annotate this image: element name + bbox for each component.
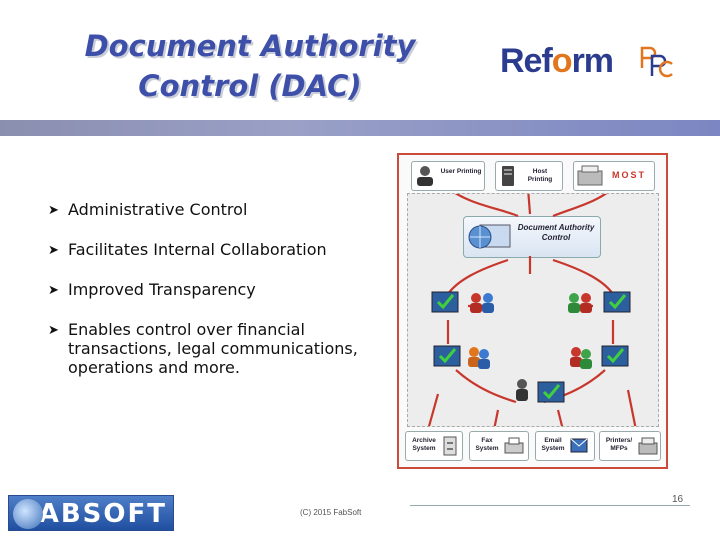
most-box: MOST (573, 161, 655, 191)
fabsoft-logo: FABSOFT (8, 495, 174, 531)
title-line-1: Document Authority (84, 29, 416, 63)
people-group-icon (468, 347, 490, 369)
bullet-item: ➤ Facilitates Internal Collaboration (48, 240, 327, 259)
workflow-arrows (427, 194, 637, 426)
monitor-check-icon (601, 345, 629, 367)
printers-mfps-box: Printers/ MFPs (599, 431, 661, 461)
arrow-bullet-icon: ➤ (48, 323, 59, 338)
reform-logo: Reform (500, 40, 690, 84)
workflow-area: Document Authority Control (407, 193, 659, 427)
bullet-item: ➤ Enables control over financial transac… (48, 320, 358, 377)
people-group-icon (570, 347, 592, 369)
globe-monitor-icon (468, 224, 511, 249)
person-icon (516, 379, 528, 401)
printer-icon (577, 165, 603, 186)
people-group-icon (568, 293, 592, 313)
title-line-2: Control (DAC) (138, 69, 362, 103)
monitor-check-icon (537, 381, 565, 403)
server-icon (502, 166, 514, 186)
archive-system-box: Archive System (405, 431, 463, 461)
host-printing-box: Host Printing (495, 161, 563, 191)
email-icon (570, 438, 588, 453)
user-icon (417, 166, 433, 186)
bullet-item: ➤ Improved Transparency (48, 280, 256, 299)
arrow-bullet-icon: ➤ (48, 243, 59, 258)
header-band (0, 120, 720, 136)
monitor-check-icon (433, 345, 461, 367)
printer-icon (638, 437, 658, 455)
monitor-check-icon (603, 291, 631, 313)
email-system-box: Email System (535, 431, 595, 461)
archive-icon (443, 436, 457, 456)
globe-icon (13, 499, 43, 529)
page-number: 16 (672, 494, 684, 505)
bullet-item: ➤ Administrative Control (48, 200, 248, 219)
dac-center-label: Document Authority Control (517, 223, 595, 242)
dac-center-box: Document Authority Control (463, 216, 601, 258)
footer-divider (410, 505, 690, 506)
user-printing-box: User Printing (411, 161, 485, 191)
arrow-bullet-icon: ➤ (48, 283, 59, 298)
reform-mark-icon (640, 46, 673, 78)
bullet-list: ➤ Administrative Control ➤ Facilitates I… (48, 200, 378, 377)
people-group-icon (470, 293, 494, 313)
page-title: Document Authority Control (DAC) (60, 26, 440, 106)
dac-workflow-diagram: User Printing Host Printing MOST Documen… (397, 153, 668, 469)
arrow-bullet-icon: ➤ (48, 203, 59, 218)
fax-icon (504, 437, 524, 454)
fax-system-box: Fax System (469, 431, 529, 461)
monitor-check-icon (431, 291, 459, 313)
copyright-text: (C) 2015 FabSoft (300, 508, 362, 517)
